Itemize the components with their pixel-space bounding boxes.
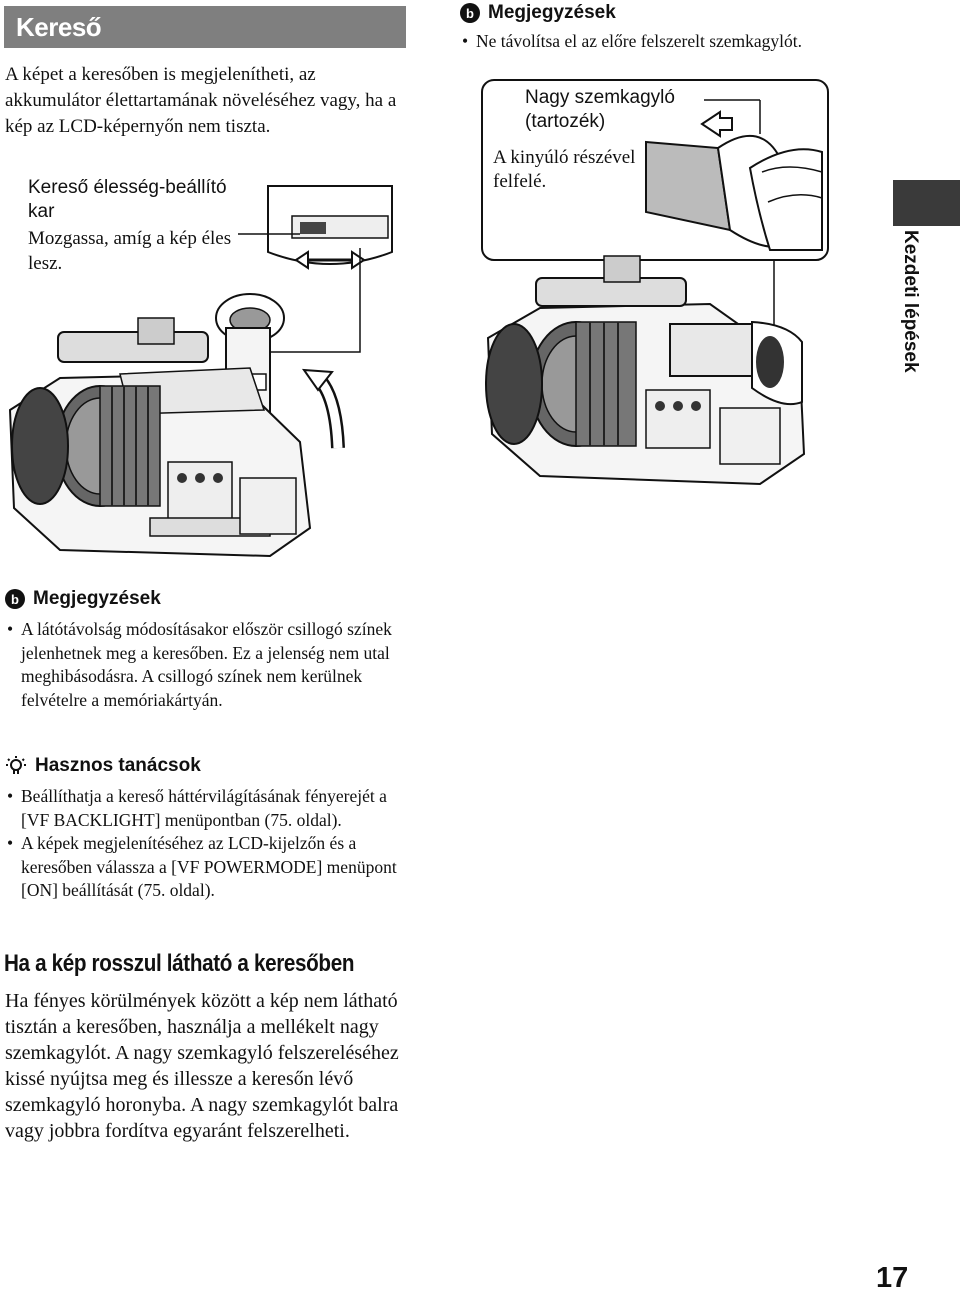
- tips-list: Beállíthatja a kereső háttérvilágításána…: [5, 785, 405, 903]
- chapter-tab-marker: [893, 180, 960, 226]
- tips-section: Hasznos tanácsok Beállíthatja a kereső h…: [5, 755, 405, 903]
- list-item: Ne távolítsa el az előre felszerelt szem…: [460, 30, 900, 54]
- notes-mid: b Megjegyzések A látótávolság módosítása…: [5, 588, 405, 712]
- section-title: Kereső: [16, 12, 102, 42]
- page-number: 17: [876, 1262, 909, 1294]
- diopter-lever-label: Kereső élesség-beállító kar: [28, 177, 227, 222]
- subsection-body: Ha fényes körülmények között a kép nem l…: [5, 990, 399, 1142]
- large-eyecup-desc: A kinyúló részével felfelé.: [493, 147, 636, 192]
- section-header: Kereső: [4, 6, 406, 48]
- intro-paragraph: A képet a keresőben is megjelenítheti, a…: [5, 64, 397, 137]
- notes-top: b Megjegyzések Ne távolítsa el az előre …: [460, 2, 900, 54]
- lightbulb-icon: [6, 756, 26, 774]
- large-eyecup-illustration: [481, 79, 829, 486]
- chapter-tab-label: Kezdeti lépések: [900, 230, 921, 373]
- list-item: Beállíthatja a kereső háttérvilágításána…: [5, 785, 405, 832]
- large-eyecup-label: Nagy szemkagyló (tartozék): [525, 87, 675, 132]
- notes-mid-title: Megjegyzések: [33, 588, 161, 609]
- diopter-lever-desc: Mozgassa, amíg a kép éles lesz.: [28, 228, 232, 274]
- tips-heading: Hasznos tanácsok: [5, 755, 405, 777]
- note-icon: b: [460, 3, 480, 23]
- notes-top-title: Megjegyzések: [488, 2, 616, 23]
- subsection-title: Ha a kép rosszul látható a keresőben: [4, 950, 355, 977]
- list-item: A látótávolság módosításakor először csi…: [5, 618, 405, 712]
- notes-top-heading: b Megjegyzések: [460, 2, 900, 24]
- list-item: A képek megjelenítéséhez az LCD-kijelzőn…: [5, 832, 405, 903]
- note-icon: b: [5, 589, 25, 609]
- camcorder-viewfinder-illustration: [8, 185, 393, 558]
- notes-mid-list: A látótávolság módosításakor először csi…: [5, 618, 405, 712]
- tips-title: Hasznos tanácsok: [35, 755, 201, 776]
- notes-mid-heading: b Megjegyzések: [5, 588, 405, 610]
- notes-top-list: Ne távolítsa el az előre felszerelt szem…: [460, 30, 900, 54]
